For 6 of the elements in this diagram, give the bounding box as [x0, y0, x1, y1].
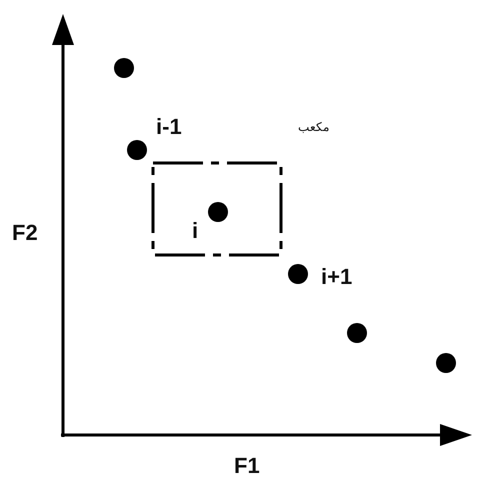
axis-label: F1 — [234, 455, 260, 477]
axis-label: F2 — [12, 222, 38, 244]
point-label: i-1 — [156, 116, 182, 138]
cuboid-label: مکعب — [298, 121, 329, 133]
point-label: i — [192, 220, 198, 242]
point-label: i+1 — [321, 266, 352, 288]
